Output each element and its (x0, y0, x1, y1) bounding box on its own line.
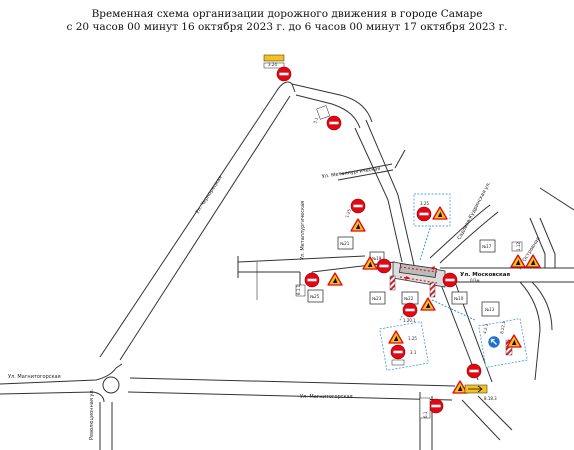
no-entry-sign-icon (390, 344, 406, 360)
no-entry-sign-icon (428, 398, 444, 414)
building-labels: №21 №19 №25 №23 №22 №10 №13 №17 (310, 241, 495, 312)
building-17: №17 (482, 244, 492, 249)
sign-group-right: 1.12 (510, 242, 541, 268)
work-zone (389, 261, 446, 298)
sign-code-6-1: 6.1 (423, 411, 428, 418)
sign-group-center: 1.20.1 (402, 272, 458, 323)
road-works-sign-icon (327, 272, 343, 286)
sign-code-1-12: 1.12 (516, 242, 521, 251)
building-19: №19 (372, 256, 382, 261)
sign-group-callout-right: 4.2.1 8.22.1 (482, 320, 522, 356)
building-23: №23 (372, 296, 382, 301)
building-13: №13 (485, 307, 495, 312)
no-entry-sign-icon (376, 258, 392, 274)
sign-group-bottom-right: 8.18.3 (452, 363, 497, 401)
title-line-1: Временная схема организации дорожного дв… (91, 8, 483, 20)
road-works-sign-icon (350, 218, 366, 232)
sign-code-8-1-1: 8.1.1 (296, 284, 301, 295)
building-21: №21 (340, 241, 350, 246)
sign-code-3-1: 3.1 (312, 116, 319, 124)
building-25: №25 (310, 294, 320, 299)
sign-code-1-25-callout: 1.25 (408, 336, 417, 341)
sign-group-callout-left: 1.25 3.1 (388, 330, 417, 366)
street-moskovskaya: Ул. Московская (460, 272, 510, 278)
street-magnitogorskaya-left: Ул. Магнитогорская (8, 374, 61, 380)
info-plate-icon (263, 54, 285, 62)
sign-code-8-18-3: 8.18.3 (484, 396, 497, 401)
no-entry-sign-icon (326, 115, 342, 131)
building-22: №22 (404, 296, 414, 301)
no-entry-sign-icon (276, 66, 292, 82)
street-chernorechenskaya: Ул. Чернорецкая (195, 175, 224, 215)
no-entry-sign-icon (416, 206, 432, 222)
work-zone-distance: 0/3м (470, 278, 479, 283)
sign-code-1-25: 1.25 (344, 208, 352, 219)
road-network (0, 81, 574, 450)
page-title: Временная схема организации дорожного дв… (0, 8, 574, 34)
no-entry-sign-icon (442, 272, 458, 288)
road-works-sign-icon (420, 297, 436, 311)
title-line-2: с 20 часов 00 минут 16 октября 2023 г. д… (66, 21, 508, 33)
street-revolyutsionnaya: Революционная ул. (89, 388, 95, 440)
no-entry-sign-icon (304, 272, 320, 288)
street-metallurgicheskaya-vertical: Ул. Металлургическая (300, 201, 306, 260)
sign-code-1-20-1: 1.20.1 (403, 318, 416, 323)
sign-group-bottom: 6.1 (419, 397, 444, 419)
sign-group-left-intersection: 8.1.1 (295, 256, 392, 297)
sign-group-callout-top: 3.25 (416, 201, 448, 222)
keep-left-sign-icon (487, 335, 501, 349)
direction-markers (405, 266, 435, 280)
sign-code-4-2-1: 4.2.1 (482, 323, 489, 334)
sign-code-3-1-callout: 3.1 (410, 350, 417, 355)
no-entry-sign-icon (350, 198, 366, 214)
building-10: №10 (454, 296, 464, 301)
street-magnitogorskaya-bottom: Ул. Магнитогорская (300, 394, 353, 400)
sign-group-mid: 1.25 (344, 198, 366, 232)
sign-code-3-24: 3.24 (268, 62, 277, 67)
sign-group-top: 3.24 (263, 54, 292, 82)
no-entry-sign-icon (402, 302, 418, 318)
sign-code-8-22-1: 8.22.1 (499, 320, 506, 334)
no-entry-sign-icon (466, 363, 482, 379)
sign-code-3-25: 3.25 (420, 201, 429, 206)
sign-group-upper: 3.1 (312, 105, 342, 131)
